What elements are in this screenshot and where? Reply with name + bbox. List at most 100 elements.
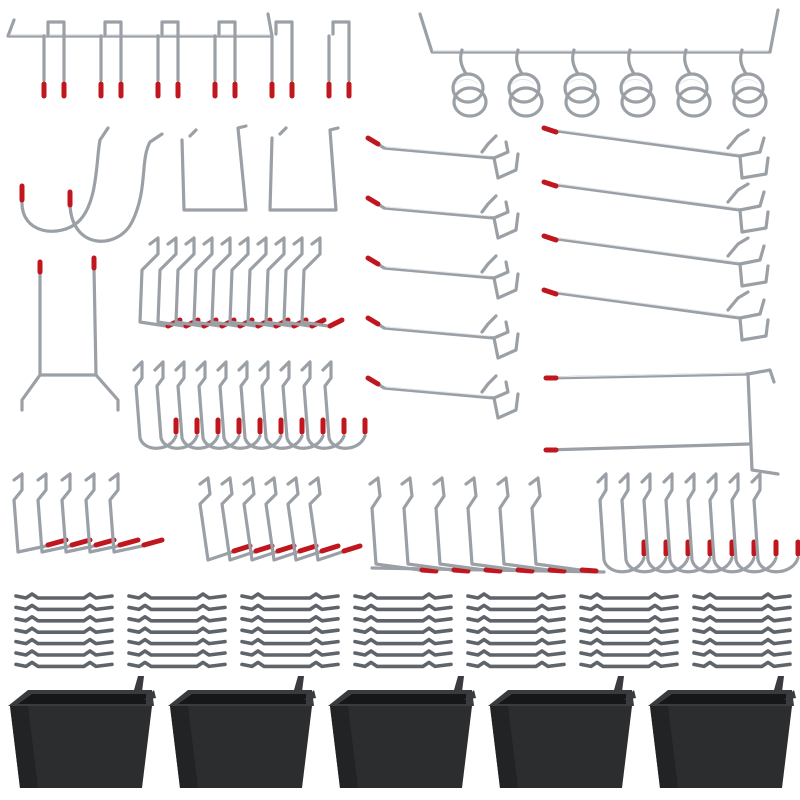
double-arm-hook [20, 255, 120, 412]
double-rod-hook [365, 194, 520, 240]
locking-clip [466, 649, 566, 657]
locking-clip [14, 649, 114, 657]
curved-hook [279, 360, 326, 450]
locking-clip [692, 615, 792, 623]
storage-bin [328, 676, 476, 788]
double-rod-hook-long-group [541, 125, 770, 342]
locking-clip [692, 592, 792, 600]
ring-hook [507, 48, 544, 118]
locking-clip [240, 592, 340, 600]
ring-hook-strip-6 [418, 8, 780, 118]
large-j-hook [19, 126, 164, 243]
double-rod-hook [365, 374, 520, 420]
locking-clip [692, 649, 792, 657]
strip-prong [212, 20, 238, 99]
trapezoid-hook [180, 124, 340, 212]
curved-hook [174, 360, 221, 450]
locking-clip [240, 615, 340, 623]
curved-hook [237, 360, 284, 450]
j-hook [618, 472, 669, 574]
locking-clip [579, 660, 679, 669]
angled-hook [300, 236, 345, 329]
locking-clip [466, 615, 566, 623]
locking-clip [692, 637, 792, 646]
j-hook [750, 472, 800, 574]
l-hook-medium [308, 476, 363, 562]
locking-clip [240, 626, 340, 634]
locking-clip [353, 660, 453, 669]
l-hook-small [84, 472, 141, 554]
l-hook-row-long-group [368, 476, 606, 574]
storage-bin [648, 676, 796, 788]
curved-hook [321, 360, 368, 450]
j-hook [596, 472, 647, 574]
locking-clip [14, 626, 114, 634]
curved-hook [195, 360, 242, 450]
l-hook-medium [242, 476, 297, 562]
double-rod-hook-long [541, 287, 770, 342]
locking-clip [579, 603, 679, 612]
storage-bin [488, 676, 636, 788]
locking-clip [240, 649, 340, 657]
double-rod-hook-large [543, 368, 780, 476]
j-hook [684, 472, 735, 574]
strip-prong [98, 20, 124, 99]
locking-clip [466, 626, 566, 634]
l-hook-medium [220, 476, 275, 562]
l-hook-long [464, 476, 535, 574]
locking-clip [14, 660, 114, 669]
strip-prong [326, 20, 352, 99]
l-hook-small-group [12, 472, 165, 554]
storage-bin [168, 676, 316, 788]
double-rod-hook-long [541, 125, 770, 180]
locking-clip [14, 592, 114, 600]
curved-hook [132, 360, 179, 450]
j-hook [662, 472, 713, 574]
locking-clip [127, 603, 227, 612]
curved-hook [153, 360, 200, 450]
l-hook-small [36, 472, 93, 554]
locking-clip [127, 626, 227, 634]
hook-strip-6 [6, 12, 352, 99]
strip-prong [269, 20, 295, 99]
locking-clip [240, 660, 340, 669]
locking-clip [466, 660, 566, 669]
ring-hook [563, 48, 600, 118]
double-rod-hook-long [541, 179, 770, 234]
locking-clip [579, 615, 679, 623]
locking-clip [14, 603, 114, 612]
l-hook-small [12, 472, 69, 554]
l-hook-long [400, 476, 471, 574]
l-hook-medium [264, 476, 319, 562]
curved-hook [258, 360, 305, 450]
locking-clip [240, 637, 340, 646]
l-hook-long [432, 476, 503, 574]
j-hook [706, 472, 757, 574]
strip-prong [41, 20, 67, 99]
locking-clip [353, 615, 453, 623]
l-hook-small [108, 472, 165, 554]
double-rod-hook [365, 254, 520, 300]
j-hook [640, 472, 691, 574]
locking-clip [127, 637, 227, 646]
double-rod-hook [365, 134, 520, 180]
l-hook-small [60, 472, 117, 554]
storage-bin [8, 676, 156, 788]
locking-clip [692, 626, 792, 634]
locking-clip [14, 637, 114, 646]
curved-hook [216, 360, 263, 450]
locking-clip [579, 637, 679, 646]
locking-clip [127, 660, 227, 669]
locking-clip [579, 592, 679, 600]
locking-clip [579, 626, 679, 634]
l-hook-long [368, 476, 439, 574]
ring-hook [451, 48, 488, 118]
locking-clip [353, 603, 453, 612]
ring-hook [675, 48, 712, 118]
locking-clip [466, 603, 566, 612]
locking-clip [692, 660, 792, 669]
j-hook-row-group [596, 472, 800, 574]
locking-clip [127, 615, 227, 623]
